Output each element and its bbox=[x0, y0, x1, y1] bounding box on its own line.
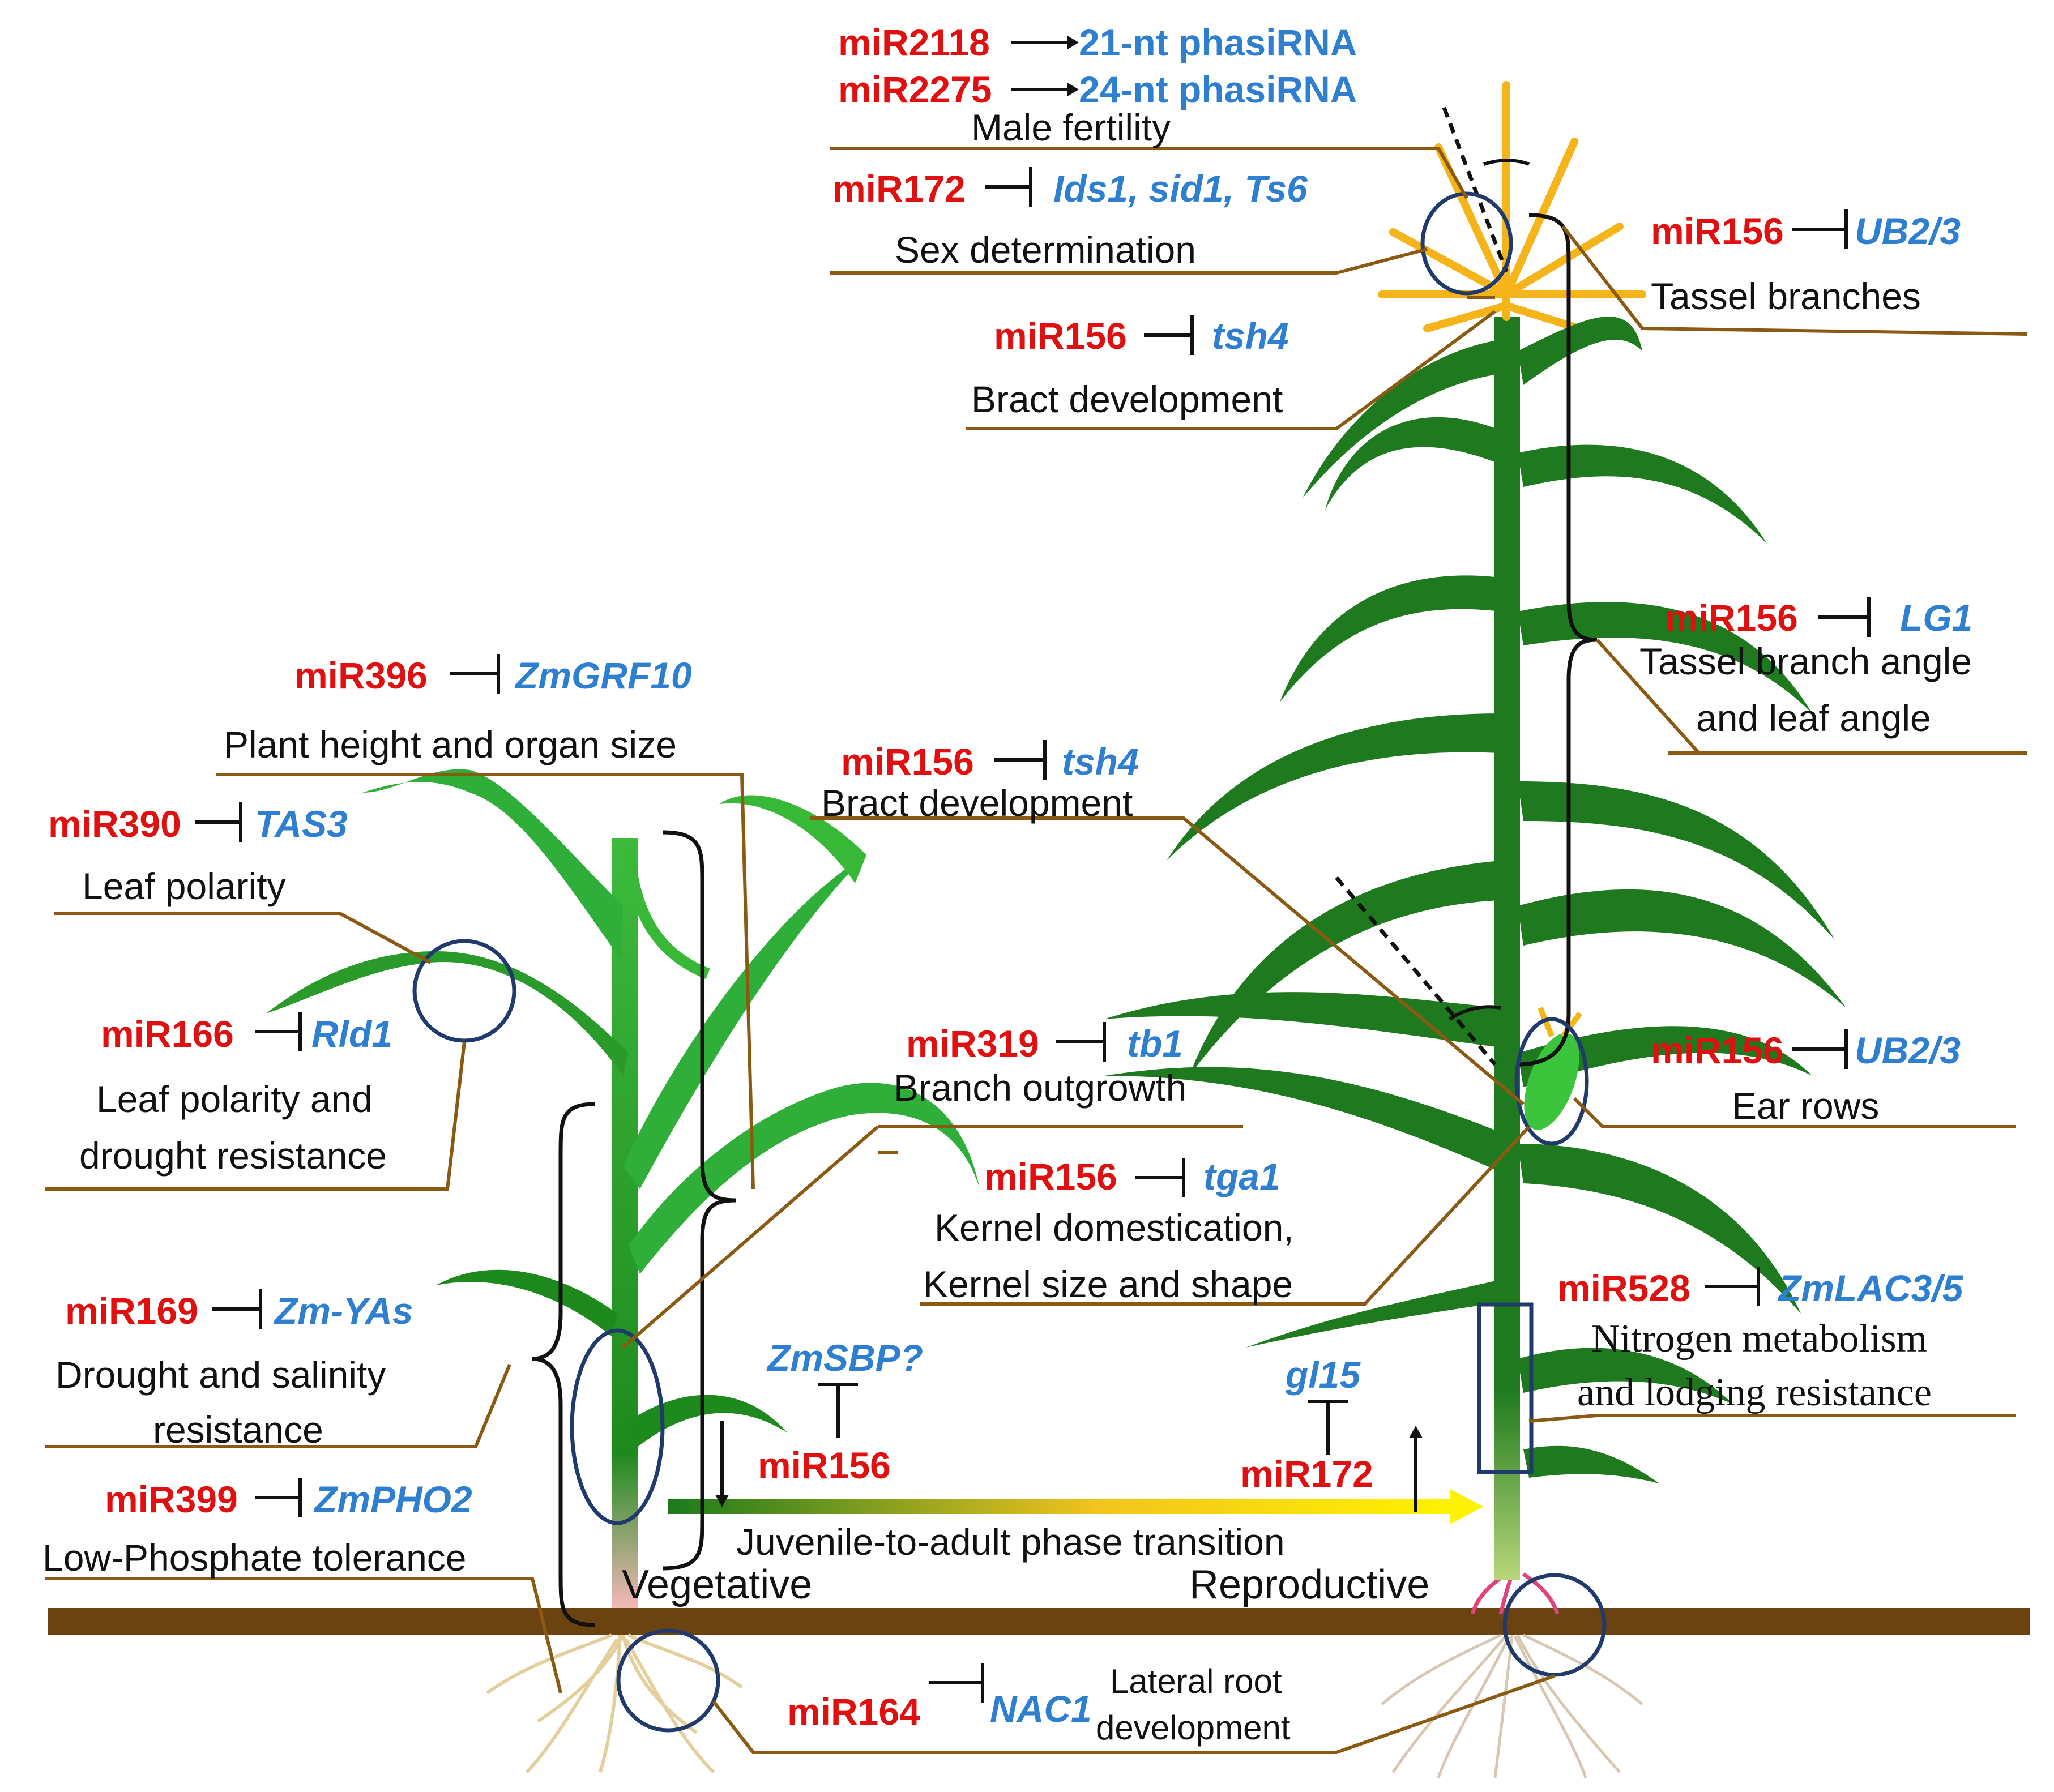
sex-genes-label: Ids1, sid1, Ts6 bbox=[1053, 168, 1308, 209]
mir156-bract-mid-label: miR156 bbox=[841, 741, 974, 782]
zmsbp-label: ZmSBP? bbox=[767, 1337, 924, 1379]
leaf-angle-dashed-line bbox=[1335, 876, 1497, 1066]
lg1-label: LG1 bbox=[1900, 597, 1973, 639]
kernel-line1: Kernel domestication, bbox=[934, 1207, 1294, 1248]
phase-transition-label: Juvenile-to-adult phase transition bbox=[736, 1521, 1285, 1563]
left-roots bbox=[486, 1633, 743, 1774]
bract-development-mid-label: Bract development bbox=[821, 782, 1133, 824]
tassel-branches-label: Tassel branches bbox=[1651, 275, 1921, 317]
zmpho2-label: ZmPHO2 bbox=[314, 1478, 472, 1520]
regulation-symbols bbox=[195, 36, 1871, 1703]
leader-lines bbox=[45, 147, 2028, 1754]
ear-rows-label: Ear rows bbox=[1732, 1085, 1880, 1127]
nitrogen-line2: and lodging resistance bbox=[1577, 1371, 1932, 1414]
left-plant bbox=[266, 769, 980, 1608]
vegetative-label: Vegetative bbox=[622, 1562, 813, 1607]
nitrogen-line1: Nitrogen metabolism bbox=[1591, 1317, 1927, 1361]
tassel-angle-dashed-line bbox=[1442, 106, 1509, 273]
mir528-label: miR528 bbox=[1557, 1267, 1690, 1309]
tas3-label: TAS3 bbox=[255, 803, 348, 845]
ub23-tassel-label: UB2/3 bbox=[1855, 210, 1961, 252]
tsh4-top-label: tsh4 bbox=[1212, 315, 1289, 357]
leaf-polarity-drought-line1: Leaf polarity and bbox=[96, 1078, 373, 1120]
reproductive-label: Reproductive bbox=[1189, 1562, 1430, 1607]
mir156-tassel-label: miR156 bbox=[1651, 210, 1784, 252]
mir156-phase-label: miR156 bbox=[758, 1444, 891, 1486]
lateral-root-line1: Lateral root bbox=[1110, 1662, 1282, 1700]
sex-determination-label: Sex determination bbox=[895, 229, 1196, 271]
low-phosphate-label: Low-Phosphate tolerance bbox=[42, 1537, 467, 1579]
mir396-label: miR396 bbox=[294, 655, 428, 696]
zmgrf10-label: ZmGRF10 bbox=[515, 655, 692, 696]
mir156-kernel-label: miR156 bbox=[984, 1156, 1117, 1197]
phase-gradient-bar bbox=[668, 1499, 1450, 1514]
right-roots bbox=[1381, 1633, 1643, 1778]
tsh4-mid-label: tsh4 bbox=[1062, 741, 1139, 782]
mir156-ear-label: miR156 bbox=[1651, 1029, 1784, 1071]
mir156-bract-top-label: miR156 bbox=[994, 315, 1127, 357]
mir390-label: miR390 bbox=[48, 803, 181, 845]
mir399-label: miR399 bbox=[105, 1478, 238, 1520]
leaf-polarity-label: Leaf polarity bbox=[82, 865, 286, 907]
phasirna-24-label: 24-nt phasiRNA bbox=[1079, 69, 1357, 110]
ground-bar bbox=[48, 1608, 2030, 1635]
zmlac35-label: ZmLAC3/5 bbox=[1778, 1267, 1963, 1309]
bract-development-top-label: Bract development bbox=[971, 378, 1283, 420]
kernel-line2: Kernel size and shape bbox=[923, 1263, 1293, 1305]
lateral-root-line2: development bbox=[1096, 1709, 1291, 1747]
nac1-label: NAC1 bbox=[990, 1688, 1092, 1730]
highlight-circles bbox=[412, 191, 1607, 1733]
mir2118-label: miR2118 bbox=[838, 22, 990, 63]
tga1-label: tga1 bbox=[1203, 1156, 1280, 1197]
tassel bbox=[1378, 81, 1646, 338]
rld1-label: Rld1 bbox=[311, 1013, 393, 1055]
male-fertility-label: Male fertility bbox=[971, 106, 1171, 148]
branch-outgrowth-label: Branch outgrowth bbox=[894, 1067, 1187, 1109]
mir2275-label: miR2275 bbox=[838, 69, 992, 110]
phase-arrow-head bbox=[1450, 1489, 1484, 1524]
zm-yas-label: Zm-YAs bbox=[275, 1290, 413, 1332]
tassel-angle-line2: and leaf angle bbox=[1696, 697, 1931, 739]
tb1-label: tb1 bbox=[1127, 1023, 1183, 1064]
mir156-lg1-label: miR156 bbox=[1665, 597, 1798, 639]
phasirna-21-label: 21-nt phasiRNA bbox=[1079, 22, 1357, 63]
right-plant bbox=[1104, 81, 1846, 1580]
ear bbox=[1524, 1033, 1579, 1130]
gl15-label: gl15 bbox=[1286, 1354, 1361, 1396]
mir172-sex-label: miR172 bbox=[832, 168, 966, 209]
mir172-phase-label: miR172 bbox=[1240, 1453, 1373, 1495]
plant-height-label: Plant height and organ size bbox=[224, 724, 677, 765]
drought-salinity-line2: resistance bbox=[153, 1409, 323, 1451]
ub23-ear-label: UB2/3 bbox=[1855, 1029, 1961, 1071]
leaf-polarity-drought-line2: drought resistance bbox=[79, 1135, 387, 1177]
drought-salinity-line1: Drought and salinity bbox=[55, 1354, 386, 1396]
mir169-label: miR169 bbox=[65, 1290, 198, 1332]
mir319-label: miR319 bbox=[906, 1023, 1039, 1064]
tassel-angle-line1: Tassel branch angle bbox=[1639, 640, 1972, 682]
mir164-label: miR164 bbox=[787, 1691, 920, 1733]
mir166-label: miR166 bbox=[101, 1013, 234, 1055]
